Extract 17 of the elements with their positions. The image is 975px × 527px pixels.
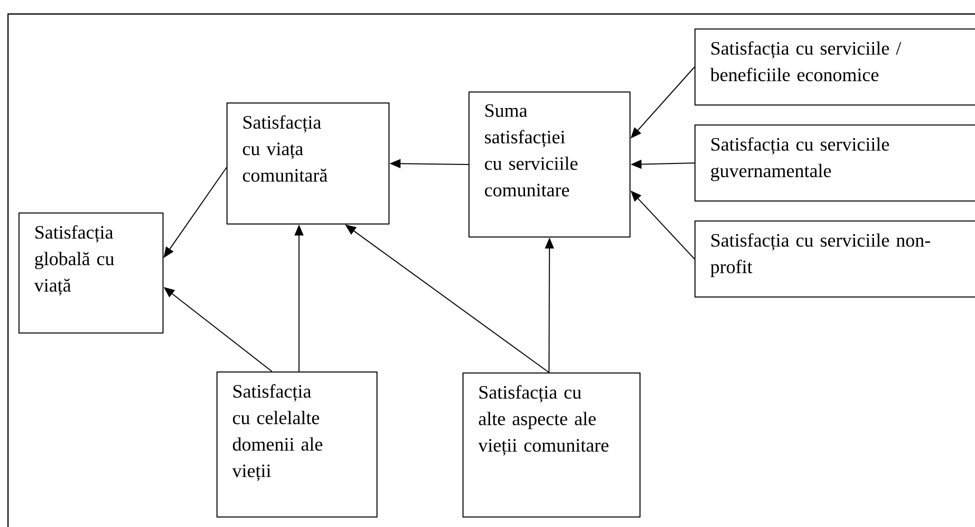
text-box (226, 102, 390, 224)
text-box (216, 371, 378, 518)
node-label: Satisfacția cu celelalte domenii ale vieții (232, 384, 322, 482)
node-label: Satisfacția cu viața comunitară (242, 115, 328, 182)
node-label: Satisfacția cu serviciile non-profit (710, 233, 930, 278)
arrow (630, 190, 695, 260)
node-label: Suma satisfacției cu serviciile comunitare (484, 104, 578, 196)
text-box (462, 372, 640, 518)
node-label: Satisfacția cu serviciile guvernamentale (711, 137, 889, 182)
node-label: Satisfacția cu serviciile / beneficiile economice (710, 41, 902, 82)
text-box (468, 92, 630, 238)
text-box (694, 220, 975, 298)
node-label: Satisfacția globală cu viață (34, 225, 114, 296)
node-label: Satisfacția cu alte aspecte ale vieții comunitare (478, 385, 608, 456)
text-box (694, 28, 975, 106)
text-box (694, 124, 975, 202)
text-box (18, 212, 164, 334)
